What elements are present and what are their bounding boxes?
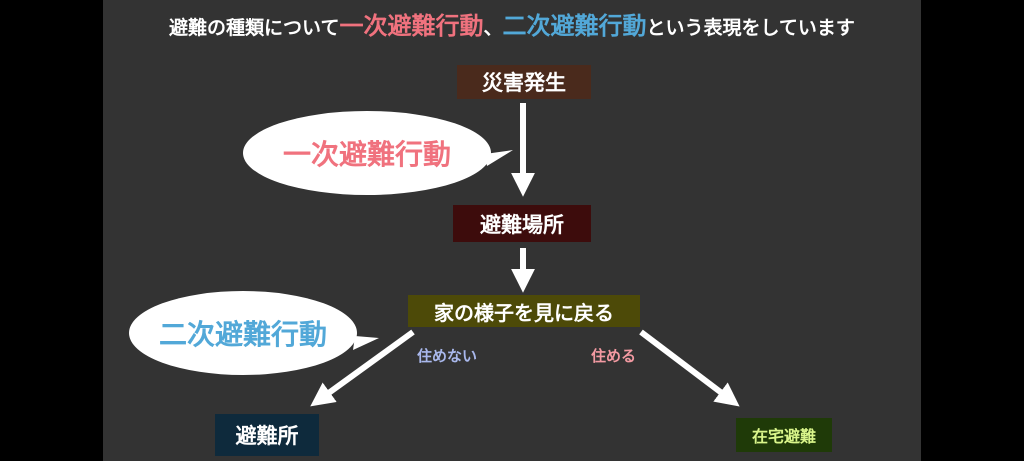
node-home-evacuation: 在宅避難 (736, 418, 832, 452)
arrow-home-to-shelter (310, 329, 415, 407)
primary-bubble-label: 一次避難行動 (282, 138, 451, 171)
slide-title: 避難の種類について一次避難行動、二次避難行動という表現をしています (103, 6, 921, 41)
title-primary-term: 一次避難行動 (339, 12, 484, 40)
slide: 避難の種類について一次避難行動、二次避難行動という表現をしています 一次避難行動… (103, 0, 921, 461)
node-check-home: 家の様子を見に戻る (408, 295, 640, 327)
primary-bubble (243, 111, 513, 195)
node-evacuation-site: 避難場所 (453, 205, 591, 242)
arrow-home-to-home-evac (639, 329, 740, 407)
title-secondary-term: 二次避難行動 (502, 12, 647, 40)
secondary-bubble (129, 291, 379, 375)
label-can-live: 住める (591, 347, 637, 365)
title-prefix: 避難の種類について (169, 17, 340, 39)
flow-diagram (129, 103, 740, 407)
node-shelter: 避難所 (215, 414, 319, 456)
node-disaster: 災害発生 (457, 65, 591, 99)
title-separator: 、 (483, 17, 503, 39)
label-cannot-live: 住めない (417, 347, 478, 365)
secondary-bubble-label: 二次避難行動 (158, 318, 327, 351)
title-suffix: という表現をしています (646, 17, 855, 39)
